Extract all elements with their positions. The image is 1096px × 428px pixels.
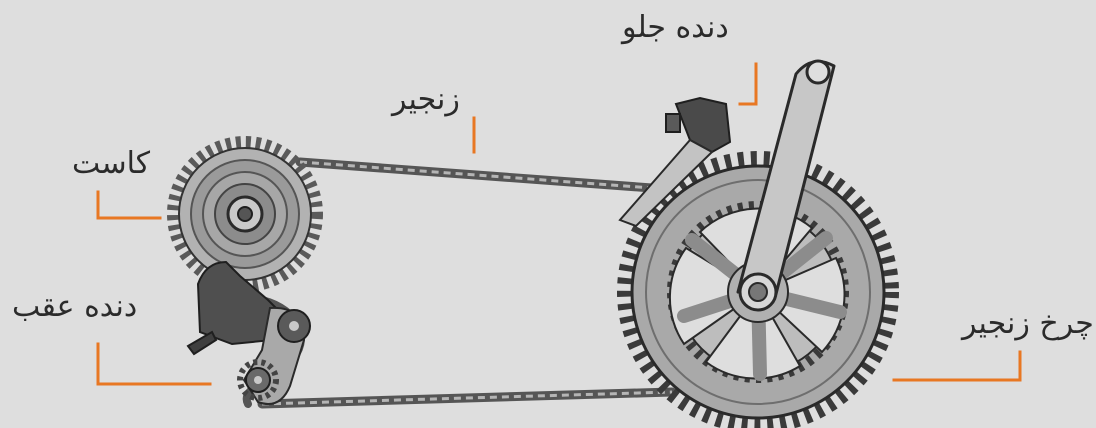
label-chain: زنجیر [392,82,460,117]
label-cassette: کاست [72,146,151,181]
front-derailleur-icon [618,96,732,228]
leader-line-rear-derailleur [96,342,212,386]
label-chainring: چرخ زنجیر [962,306,1094,341]
leader-line-cassette [96,190,162,220]
label-front-derailleur: دنده جلو [622,10,729,45]
leader-line-chainring [892,350,1022,382]
chain-top-run-links [299,160,653,190]
leader-line-front-derailleur [738,62,758,106]
chain-bottom-run-links [261,390,673,406]
label-rear-derailleur: دنده عقب [12,289,138,324]
rear-derailleur-icon [186,260,311,405]
cassette-icon [167,136,323,292]
crank-arm-icon [736,59,836,312]
